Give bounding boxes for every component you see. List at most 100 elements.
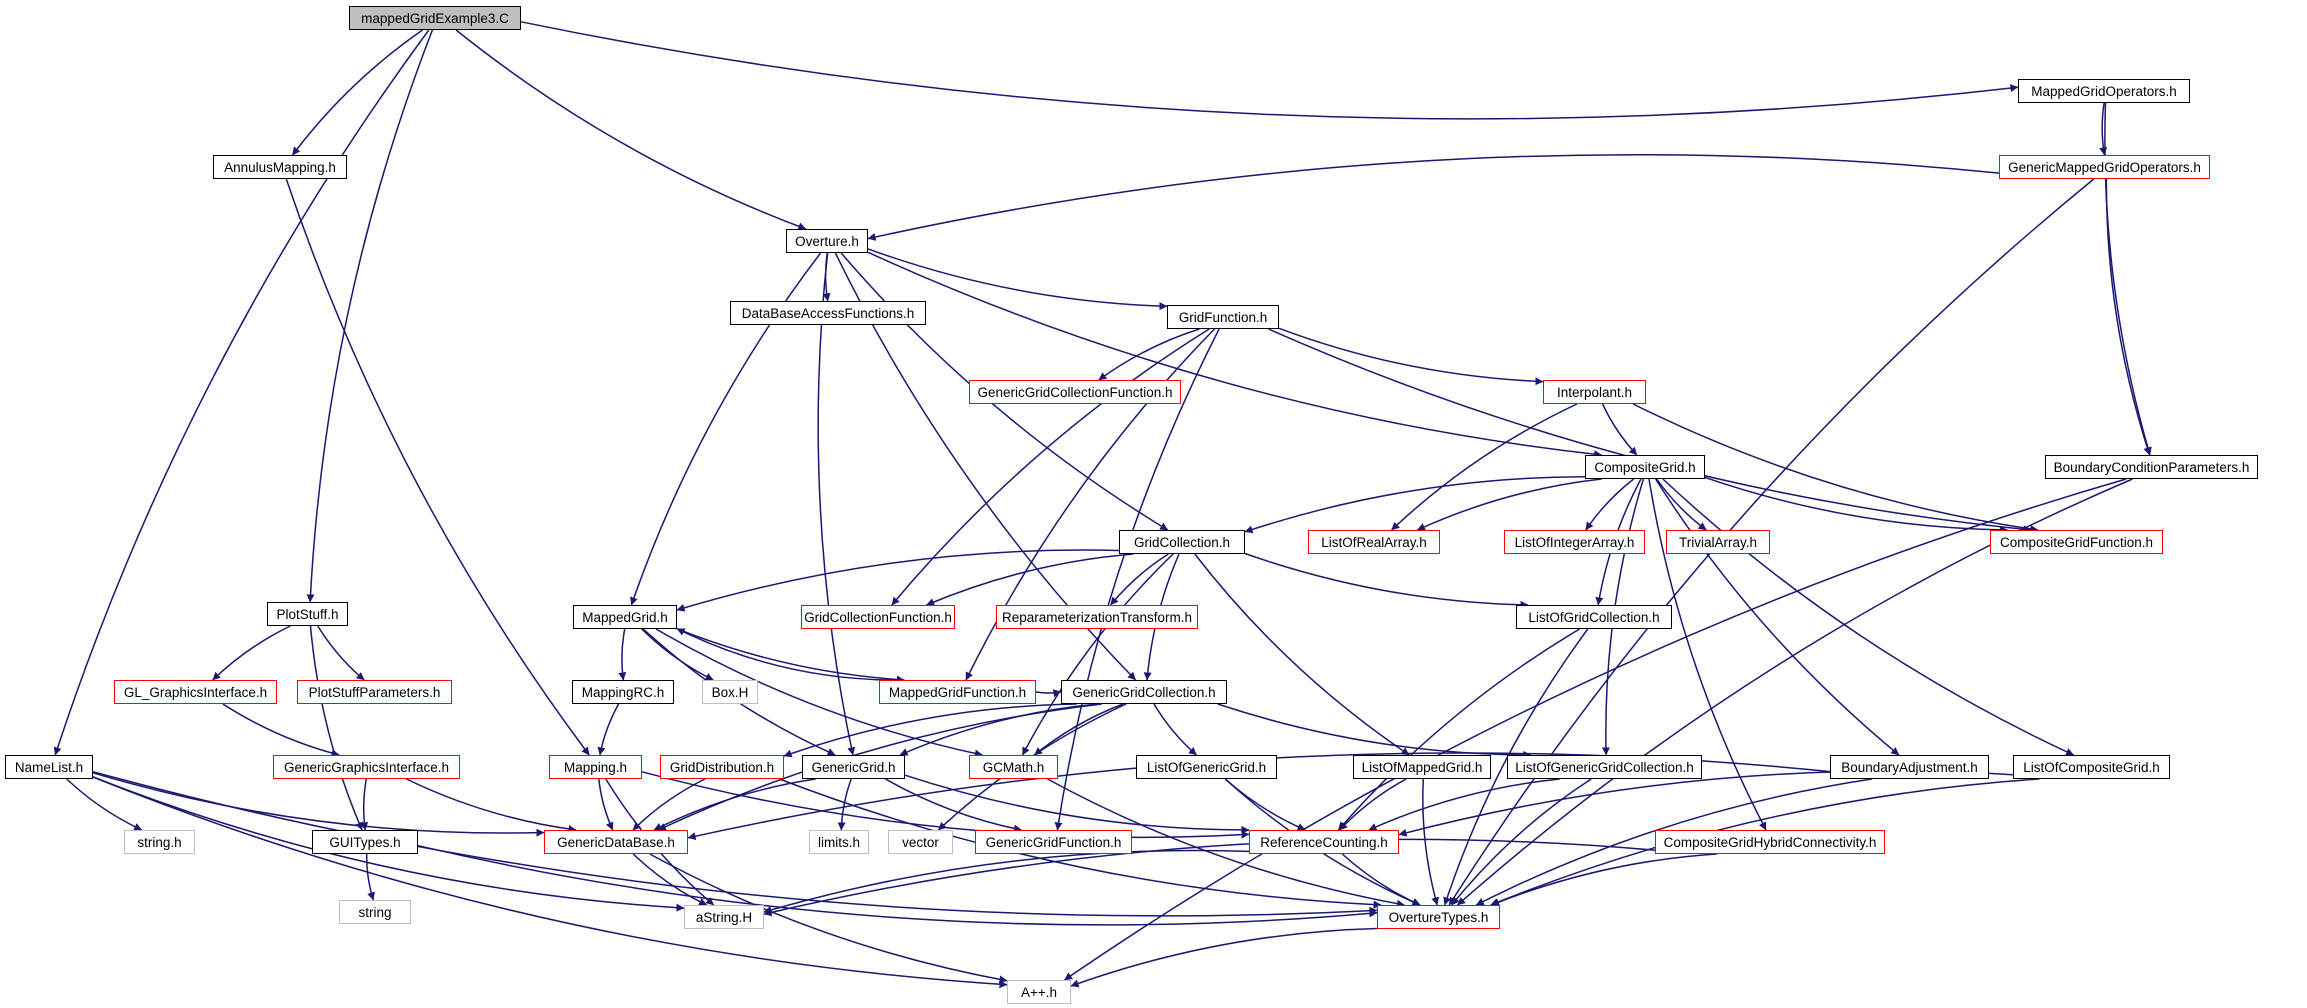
node-ggcf[interactable]: GenericGridCollectionFunction.h — [969, 380, 1181, 404]
edge-loggc-to-refcount — [1368, 778, 1560, 831]
edge-cghc-to-astring — [763, 838, 1656, 917]
node-compgrid[interactable]: CompositeGrid.h — [1585, 455, 1705, 479]
edge-guitypes-to-string — [365, 853, 375, 901]
edge-guitypes-to-ovtypes — [417, 844, 1378, 926]
edge-compgrid-to-triv — [1656, 478, 1707, 531]
edge-mappingrc-to-mapping — [597, 703, 620, 756]
edge-genmgops-to-ovtypes — [1448, 178, 2095, 906]
edge-gcmath-to-ovtypes — [1047, 778, 1405, 908]
node-annulus[interactable]: AnnulusMapping.h — [213, 155, 347, 179]
edge-genericgrid-to-ggf — [885, 778, 1022, 833]
node-locg[interactable]: ListOfCompositeGrid.h — [2013, 755, 2170, 779]
edge-namelist-to-stringh — [66, 778, 143, 831]
node-glgi[interactable]: GL_GraphicsInterface.h — [114, 680, 277, 704]
edge-ggi-to-gdb — [406, 778, 577, 833]
node-ggf[interactable]: GenericGridFunction.h — [975, 830, 1132, 854]
node-loia[interactable]: ListOfIntegerArray.h — [1504, 530, 1645, 554]
node-gcmath[interactable]: GCMath.h — [969, 755, 1058, 779]
edge-interp-to-lora — [1391, 403, 1578, 531]
node-logc[interactable]: ListOfGridCollection.h — [1516, 605, 1672, 629]
edge-overture-to-gridcoll — [840, 252, 1169, 531]
edge-overture-to-mappedgrid — [630, 252, 822, 606]
edge-griddist-to-ovtypes — [779, 778, 1382, 909]
edge-gridcoll-to-logc — [1244, 552, 1529, 609]
node-genericgrid[interactable]: GenericGrid.h — [802, 755, 905, 779]
node-cgf[interactable]: CompositeGridFunction.h — [1990, 530, 2163, 554]
node-logg[interactable]: ListOfGenericGrid.h — [1136, 755, 1277, 779]
node-limits[interactable]: limits.h — [809, 830, 869, 854]
node-griddist[interactable]: GridDistribution.h — [660, 755, 784, 779]
node-plotstuff[interactable]: PlotStuff.h — [267, 602, 348, 626]
edge-locg-to-refcount — [1398, 770, 2014, 837]
edge-overture-to-genericgrid — [817, 252, 856, 756]
edge-compgrid-to-cghc — [1648, 478, 1767, 831]
edge-lomg-to-refcount — [1339, 778, 1407, 831]
node-vector[interactable]: vector — [888, 830, 953, 854]
node-genmgops[interactable]: GenericMappedGridOperators.h — [1999, 155, 2210, 179]
node-gridcoll[interactable]: GridCollection.h — [1119, 530, 1245, 554]
node-mgops[interactable]: MappedGridOperators.h — [2018, 79, 2190, 103]
edge-mappedgrid-to-gcmath — [655, 628, 983, 758]
edge-gdb-to-app — [649, 853, 1008, 984]
edge-namelist-to-ovtypes — [92, 770, 1378, 917]
node-overture[interactable]: Overture.h — [786, 229, 868, 253]
node-lomg[interactable]: ListOfMappedGrid.h — [1353, 755, 1491, 779]
edge-glgi-to-ggi — [222, 703, 340, 757]
edge-compgrid-to-gridcoll — [1244, 475, 1586, 534]
node-interp[interactable]: Interpolant.h — [1543, 380, 1646, 404]
node-mapping[interactable]: Mapping.h — [549, 755, 642, 779]
edge-mappedgrid-to-mappingrc — [618, 628, 627, 681]
edge-interp-to-cgf — [1632, 403, 2039, 533]
edge-compgrid-to-loia — [1585, 478, 1635, 531]
edge-compgrid-to-badj — [1654, 478, 1900, 756]
edge-mapping-to-refcount — [641, 771, 1250, 839]
node-mappingrc[interactable]: MappingRC.h — [572, 680, 674, 704]
node-ggi[interactable]: GenericGraphicsInterface.h — [273, 755, 460, 779]
node-loggc[interactable]: ListOfGenericGridCollection.h — [1507, 755, 1702, 779]
edge-overture-to-compgrid — [867, 251, 1602, 459]
edge-namelist-to-astring — [92, 776, 685, 912]
edge-gridcoll-to-gcmath — [1021, 553, 1174, 756]
edge-root-to-overture — [455, 29, 807, 231]
node-reparam[interactable]: ReparameterizationTransform.h — [996, 605, 1198, 629]
edge-overture-to-gridfunc — [867, 248, 1168, 311]
edge-gridfunc-to-mgf — [965, 328, 1216, 681]
node-psp[interactable]: PlotStuffParameters.h — [297, 680, 452, 704]
node-root[interactable]: mappedGridExample3.C — [349, 6, 521, 30]
node-string[interactable]: string — [339, 900, 411, 924]
node-lora[interactable]: ListOfRealArray.h — [1308, 530, 1440, 554]
node-bcp[interactable]: BoundaryConditionParameters.h — [2045, 455, 2258, 479]
node-mgf[interactable]: MappedGridFunction.h — [879, 680, 1036, 704]
node-stringh[interactable]: string.h — [124, 830, 195, 854]
edge-compgrid-to-lora — [1417, 478, 1602, 531]
node-gridfunc[interactable]: GridFunction.h — [1167, 305, 1279, 329]
node-namelist[interactable]: NameList.h — [5, 755, 93, 779]
edge-ovtypes-to-app — [1070, 927, 1378, 988]
edge-root-to-mgops — [520, 21, 2019, 120]
node-guitypes[interactable]: GUITypes.h — [312, 830, 418, 854]
node-mappedgrid[interactable]: MappedGrid.h — [573, 605, 677, 629]
edge-refcount-to-astring — [763, 849, 1250, 914]
node-gcf[interactable]: GridCollectionFunction.h — [801, 605, 955, 629]
node-boxh[interactable]: Box.H — [702, 680, 758, 704]
node-refcount[interactable]: ReferenceCounting.h — [1249, 830, 1399, 854]
node-ovtypes[interactable]: OvertureTypes.h — [1377, 905, 1500, 929]
edge-loggc-to-ovtypes — [1451, 778, 1592, 906]
node-triv[interactable]: TrivialArray.h — [1666, 530, 1770, 554]
node-cghc[interactable]: CompositeGridHybridConnectivity.h — [1655, 830, 1885, 854]
node-badj[interactable]: BoundaryAdjustment.h — [1830, 755, 1989, 779]
edge-genericgrid-to-limits — [837, 778, 852, 831]
edge-refcount-to-ovtypes — [1341, 853, 1421, 906]
edge-lomg-to-ovtypes — [1422, 778, 1440, 906]
edge-root-to-namelist — [53, 29, 430, 756]
node-astring[interactable]: aString.H — [684, 905, 764, 929]
edge-badj-to-ovtypes — [1475, 778, 1872, 906]
edge-ggc-to-logg — [1153, 703, 1197, 756]
node-gdb[interactable]: GenericDataBase.h — [544, 830, 688, 854]
node-ggc[interactable]: GenericGridCollection.h — [1061, 680, 1227, 704]
node-app[interactable]: A++.h — [1007, 980, 1071, 1004]
edge-annulus-to-mapping — [285, 178, 590, 756]
edge-gridfunc-to-ggcf — [1098, 328, 1200, 381]
node-dbaf[interactable]: DataBaseAccessFunctions.h — [730, 301, 926, 325]
